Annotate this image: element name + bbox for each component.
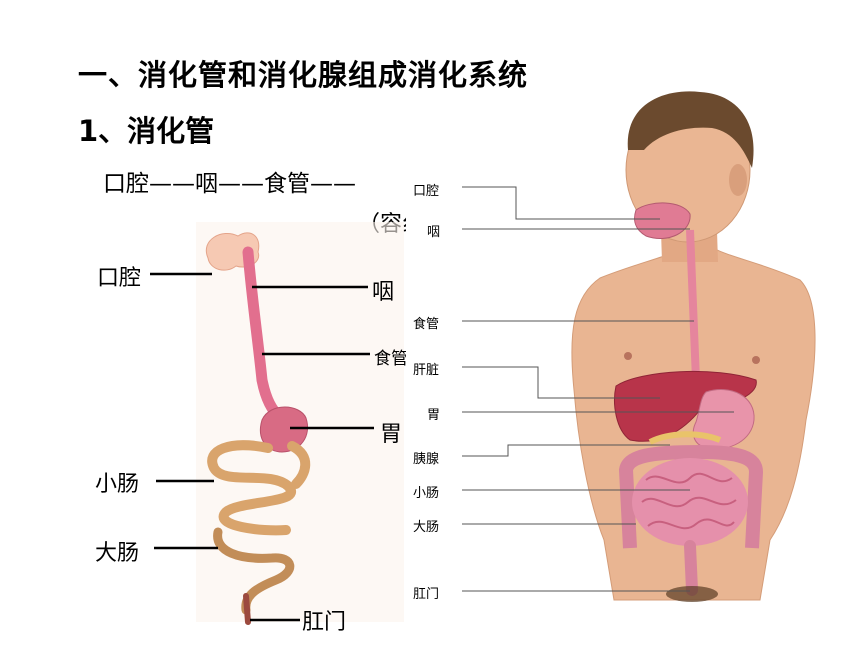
leader-right-mouth <box>462 186 660 220</box>
right-label-large-intestine: 大肠 <box>413 520 440 535</box>
right-label-liver: 肝脏 <box>413 363 440 378</box>
left-small-intestine-shape <box>207 440 311 536</box>
pancreas-shape <box>648 431 722 445</box>
leader-right-liver <box>462 366 660 399</box>
right-label-esophagus: 食管 <box>413 317 440 332</box>
right-label-pancreas: 胰腺 <box>413 452 440 467</box>
slide-subtitle: 1、消化管 <box>78 114 215 148</box>
left-label-pharynx: 咽 <box>372 280 395 305</box>
right-small-intestine-shape <box>632 458 748 546</box>
right-large-intestine-shape <box>618 444 764 549</box>
right-label-pharynx: 咽 <box>427 225 441 240</box>
left-label-large-intestine: 大肠 <box>95 541 140 566</box>
left-esophagus-shape <box>242 246 286 424</box>
image-edge <box>406 158 418 598</box>
left-label-mouth: 口腔 <box>97 266 142 291</box>
left-label-small-intestine: 小肠 <box>95 472 140 497</box>
right-label-small-intestine: 小肠 <box>413 486 440 501</box>
right-mouth-shape <box>633 202 691 240</box>
left-label-esophagus: 食管 <box>374 349 408 369</box>
leader-right-pancreas <box>462 444 670 457</box>
right-label-anus: 肛门 <box>413 587 440 602</box>
nipple-left <box>624 352 632 360</box>
left-anus-shape <box>243 593 251 625</box>
right-esophagus-shape <box>686 229 700 381</box>
left-label-stomach: 胃 <box>380 422 403 447</box>
hair-shape <box>627 91 754 168</box>
nipple-right <box>752 356 760 364</box>
slide-title: 一、消化管和消化腺组成消化系统 <box>78 58 529 92</box>
right-label-stomach: 胃 <box>427 408 441 423</box>
ear-shape <box>729 164 747 196</box>
digestive-tract-flow: 口腔——咽——食管—— <box>103 171 356 197</box>
rectum-shape <box>684 540 698 596</box>
pubic-hair-shape <box>666 586 718 602</box>
left-label-anus: 肛门 <box>302 610 347 635</box>
left-large-intestine-shape <box>213 527 295 615</box>
right-label-mouth: 口腔 <box>413 184 440 199</box>
